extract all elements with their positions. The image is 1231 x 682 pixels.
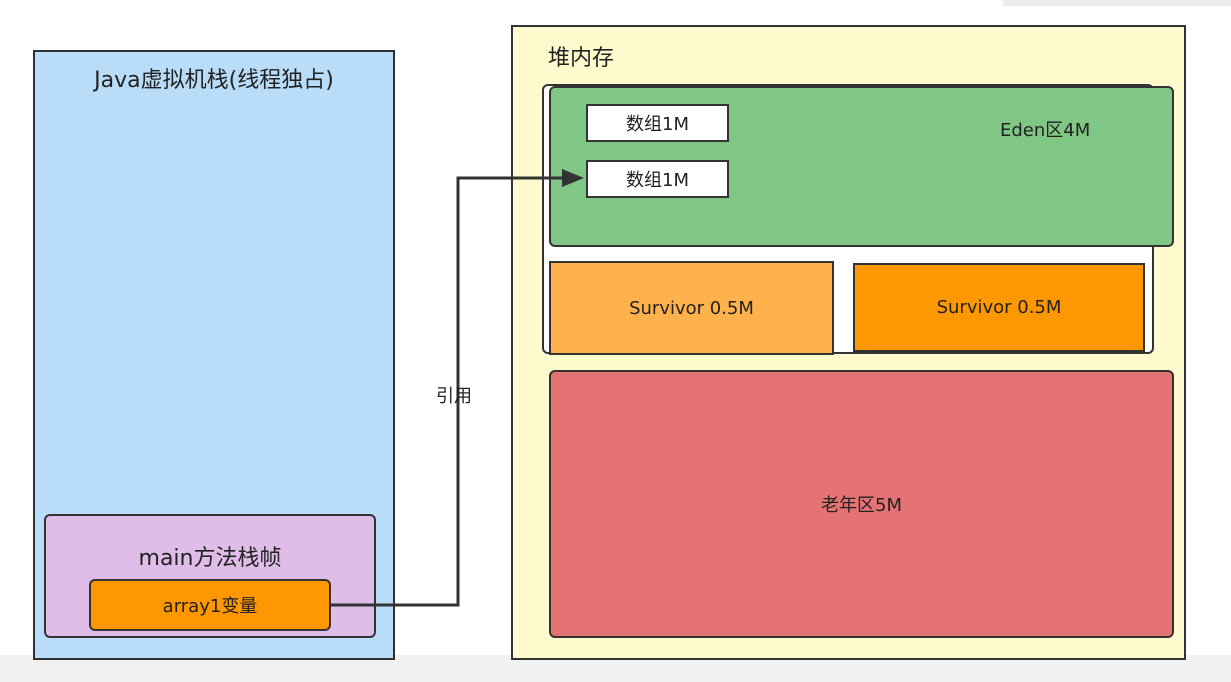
top-right-bar: [1003, 0, 1231, 6]
main-stack-frame-title: main方法栈帧: [138, 546, 282, 571]
array-block-1: 数组1M: [586, 104, 729, 142]
array-block-2: 数组1M: [586, 160, 729, 198]
eden-space-label: Eden区4M: [1000, 120, 1091, 141]
array1-variable: array1变量: [89, 579, 331, 631]
heap-memory-title: 堆内存: [548, 46, 615, 71]
java-vm-stack-title: Java虚拟机栈(线程独占): [94, 68, 334, 93]
survivor-space-2: Survivor 0.5M: [853, 263, 1145, 352]
reference-label: 引用: [436, 386, 472, 407]
old-generation: 老年区5M: [549, 370, 1174, 638]
survivor-space-1: Survivor 0.5M: [549, 261, 834, 355]
